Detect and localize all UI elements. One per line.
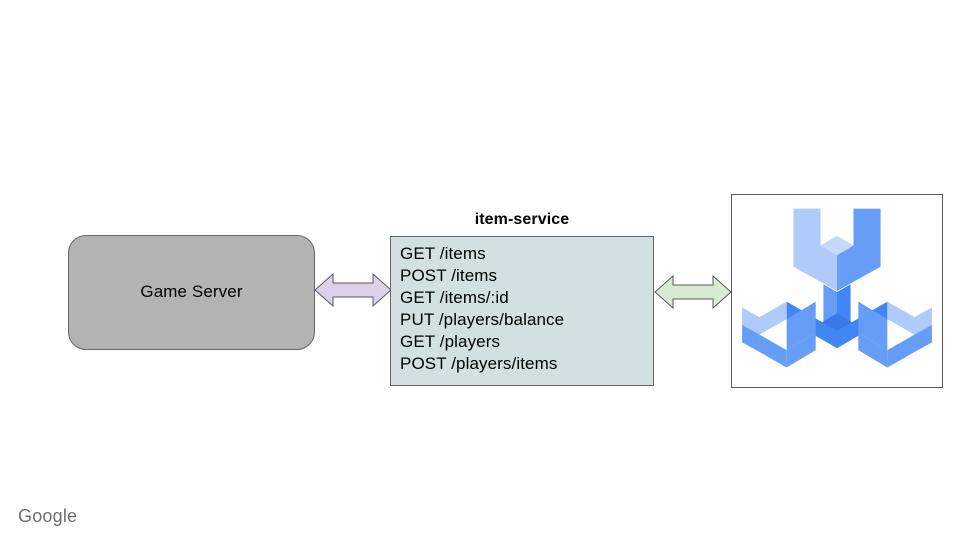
connector-game-server-to-item-service[interactable] bbox=[313, 266, 393, 314]
endpoint-item: POST /items bbox=[400, 266, 498, 285]
tool-icon-panel[interactable] bbox=[731, 194, 943, 388]
game-server-label: Game Server bbox=[140, 282, 243, 302]
node-game-server[interactable]: Game Server bbox=[68, 235, 315, 350]
item-service-title: item-service bbox=[474, 211, 570, 228]
endpoint-item: GET /items bbox=[400, 244, 486, 263]
node-item-service[interactable] bbox=[390, 236, 654, 386]
three-pronged-wrench-icon bbox=[742, 208, 932, 368]
endpoint-item: GET /items/:id bbox=[400, 288, 509, 307]
endpoint-item: GET /players bbox=[400, 332, 501, 351]
connector-item-service-to-tools[interactable] bbox=[653, 268, 733, 316]
endpoint-item: PUT /players/balance bbox=[400, 310, 565, 329]
google-watermark: Google bbox=[18, 506, 78, 526]
endpoint-item: POST /players/items bbox=[400, 354, 558, 373]
endpoint-list: GET /items POST /items GET /items/:id PU… bbox=[400, 243, 650, 375]
